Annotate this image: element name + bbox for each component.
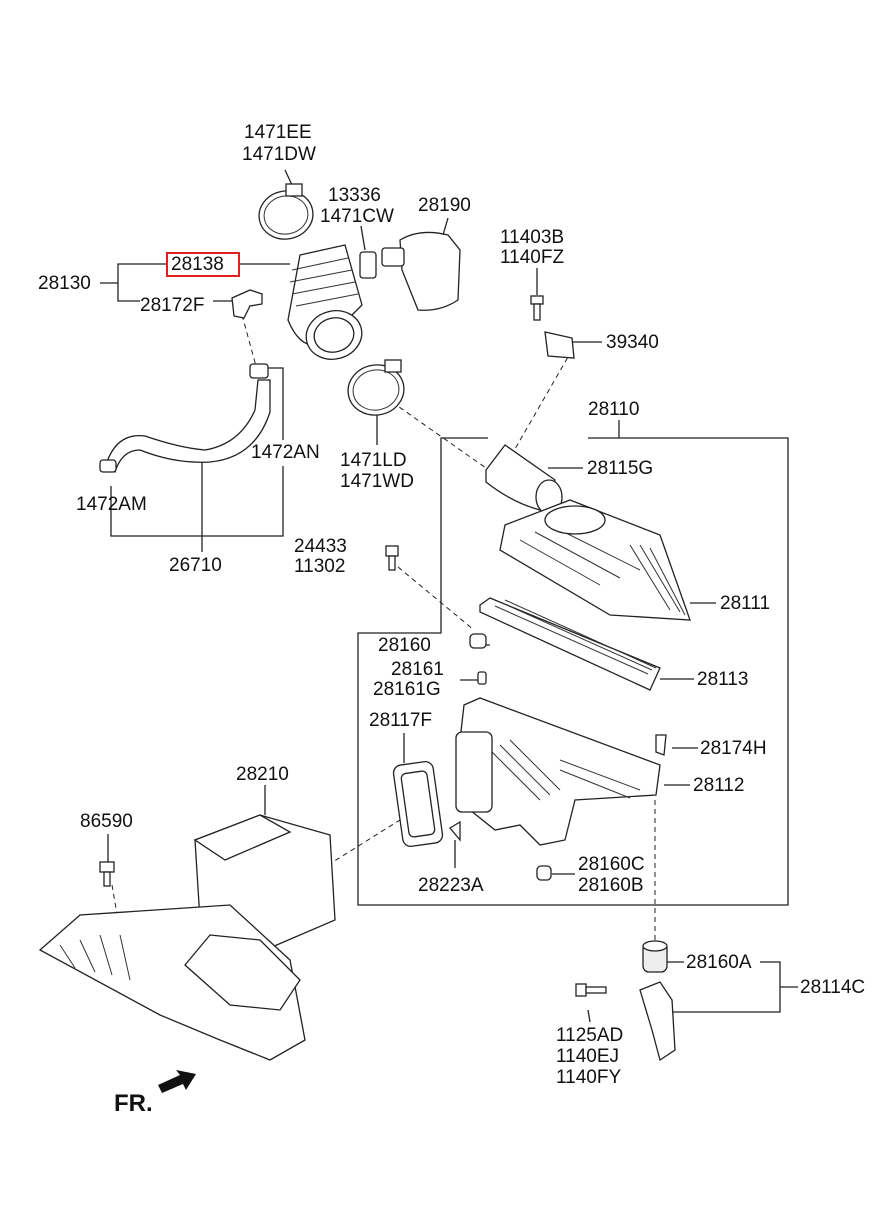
part-label-28110[interactable]: 28110: [588, 399, 640, 420]
front-direction-label: FR.: [114, 1090, 153, 1117]
part-label-28111[interactable]: 28111: [720, 593, 771, 614]
part-label-28160A[interactable]: 28160A: [686, 952, 752, 973]
part-label-1471WD[interactable]: 1471WD: [340, 471, 414, 492]
part-label-1125AD[interactable]: 1125AD: [556, 1025, 624, 1046]
part-label-11403B[interactable]: 11403B: [500, 227, 565, 248]
part-label-28161[interactable]: 28161: [391, 659, 444, 680]
part-label-28130[interactable]: 28130: [38, 273, 91, 294]
part-label-24433[interactable]: 24433: [294, 536, 347, 557]
part-label-1471EE[interactable]: 1471EE: [244, 122, 312, 143]
part-label-39340[interactable]: 39340: [606, 332, 659, 353]
part-label-1472AM[interactable]: 1472AM: [76, 494, 147, 515]
part-label-11302[interactable]: 11302: [294, 556, 346, 577]
part-label-1140FZ[interactable]: 1140FZ: [500, 247, 565, 268]
part-label-1471CW[interactable]: 1471CW: [320, 206, 394, 227]
part-label-28112[interactable]: 28112: [693, 775, 745, 796]
part-label-28160[interactable]: 28160: [378, 635, 431, 656]
part-label-28138[interactable]: 28138: [171, 254, 224, 275]
part-label-86590[interactable]: 86590: [80, 811, 133, 832]
part-label-26710[interactable]: 26710: [169, 555, 222, 576]
part-highlight-box: [166, 252, 240, 277]
part-label-1140EJ[interactable]: 1140EJ: [556, 1046, 620, 1067]
part-label-28210[interactable]: 28210: [236, 764, 289, 785]
part-label-28174H[interactable]: 28174H: [700, 738, 767, 759]
part-label-28115G[interactable]: 28115G: [587, 458, 654, 479]
part-label-28160B[interactable]: 28160B: [578, 875, 644, 896]
front-arrow-icon: [158, 1068, 198, 1094]
part-label-1140FY[interactable]: 1140FY: [556, 1067, 622, 1088]
part-label-28114C[interactable]: 28114C: [800, 977, 866, 998]
part-label-28190[interactable]: 28190: [418, 195, 471, 216]
part-label-28160C[interactable]: 28160C: [578, 854, 645, 875]
part-label-28161G[interactable]: 28161G: [373, 679, 441, 700]
part-label-1471DW[interactable]: 1471DW: [242, 144, 316, 165]
part-label-1472AN[interactable]: 1472AN: [251, 442, 320, 463]
part-label-28117F[interactable]: 28117F: [369, 710, 433, 731]
part-label-1471LD[interactable]: 1471LD: [340, 450, 407, 471]
part-label-13336[interactable]: 13336: [328, 185, 381, 206]
part-label-28223A[interactable]: 28223A: [418, 875, 484, 896]
part-label-28172F[interactable]: 28172F: [140, 295, 205, 316]
part-label-28113[interactable]: 28113: [697, 669, 749, 690]
